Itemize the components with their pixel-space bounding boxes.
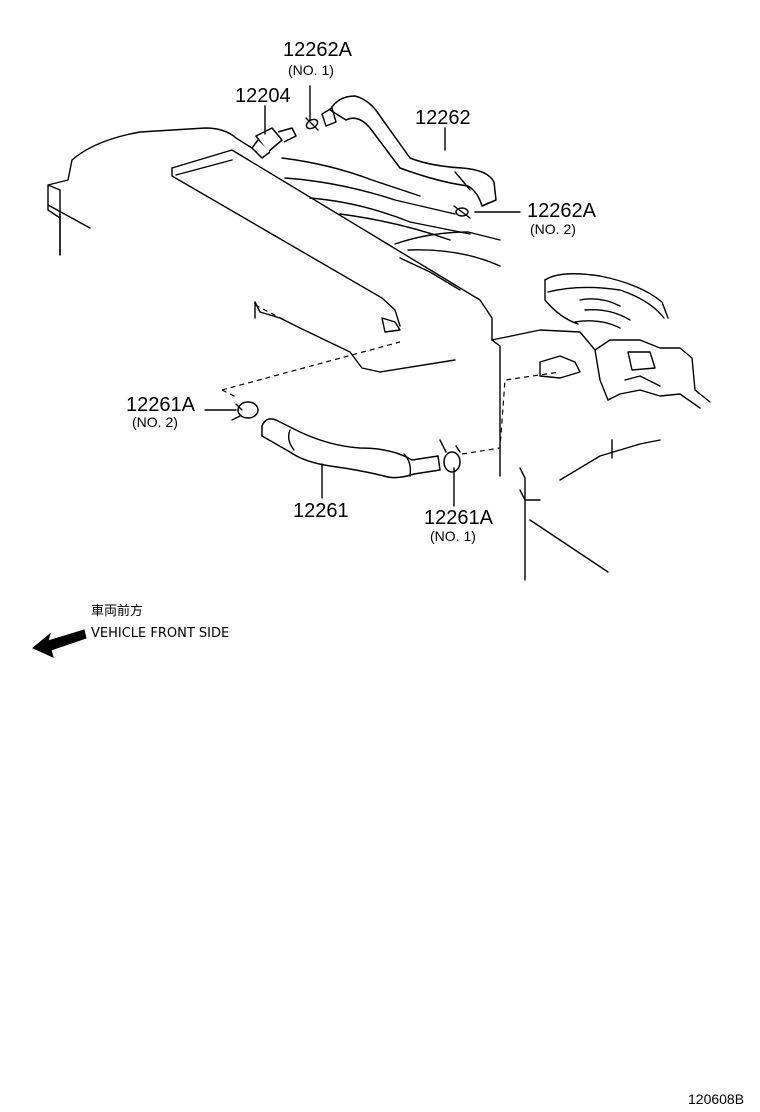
callout-12262A-no2-sub: (NO. 2)	[530, 221, 576, 237]
hose-12261[interactable]	[261, 418, 441, 479]
diagram-reference-number: 120608B	[688, 1091, 744, 1107]
clip-12261A-no1[interactable]	[439, 439, 461, 473]
engine-outline	[47, 127, 711, 581]
clip-12261A-no2[interactable]	[231, 401, 259, 421]
clip-12262A-no2[interactable]	[453, 205, 471, 219]
clip-12262A-no1[interactable]	[305, 117, 319, 131]
hose-12262[interactable]	[321, 95, 497, 207]
pcv-valve-12204[interactable]	[251, 127, 297, 159]
callout-12262-part: 12262	[415, 107, 471, 129]
routing-dashes	[221, 304, 561, 455]
leader-lines	[204, 85, 521, 507]
arrow-left-icon	[32, 629, 87, 658]
callout-12261-part: 12261	[293, 500, 349, 522]
callout-12261A-no1-sub: (NO. 1)	[430, 528, 476, 544]
callout-12262A-no1-part: 12262A	[283, 39, 353, 61]
callout-12262A-no1-sub: (NO. 1)	[288, 62, 334, 78]
callout-12261A-no2-part: 12261A	[126, 394, 196, 416]
callout-12262A-no2-part: 12262A	[527, 200, 597, 222]
callout-12204-part: 12204	[235, 85, 291, 107]
direction-indicator: 車両前方 VEHICLE FRONT SIDE	[32, 603, 229, 658]
callout-12261A-no1-part: 12261A	[424, 507, 494, 529]
callout-12261A-no2-sub: (NO. 2)	[132, 414, 178, 430]
direction-label-jp: 車両前方	[91, 603, 143, 619]
direction-label-en: VEHICLE FRONT SIDE	[91, 626, 229, 641]
